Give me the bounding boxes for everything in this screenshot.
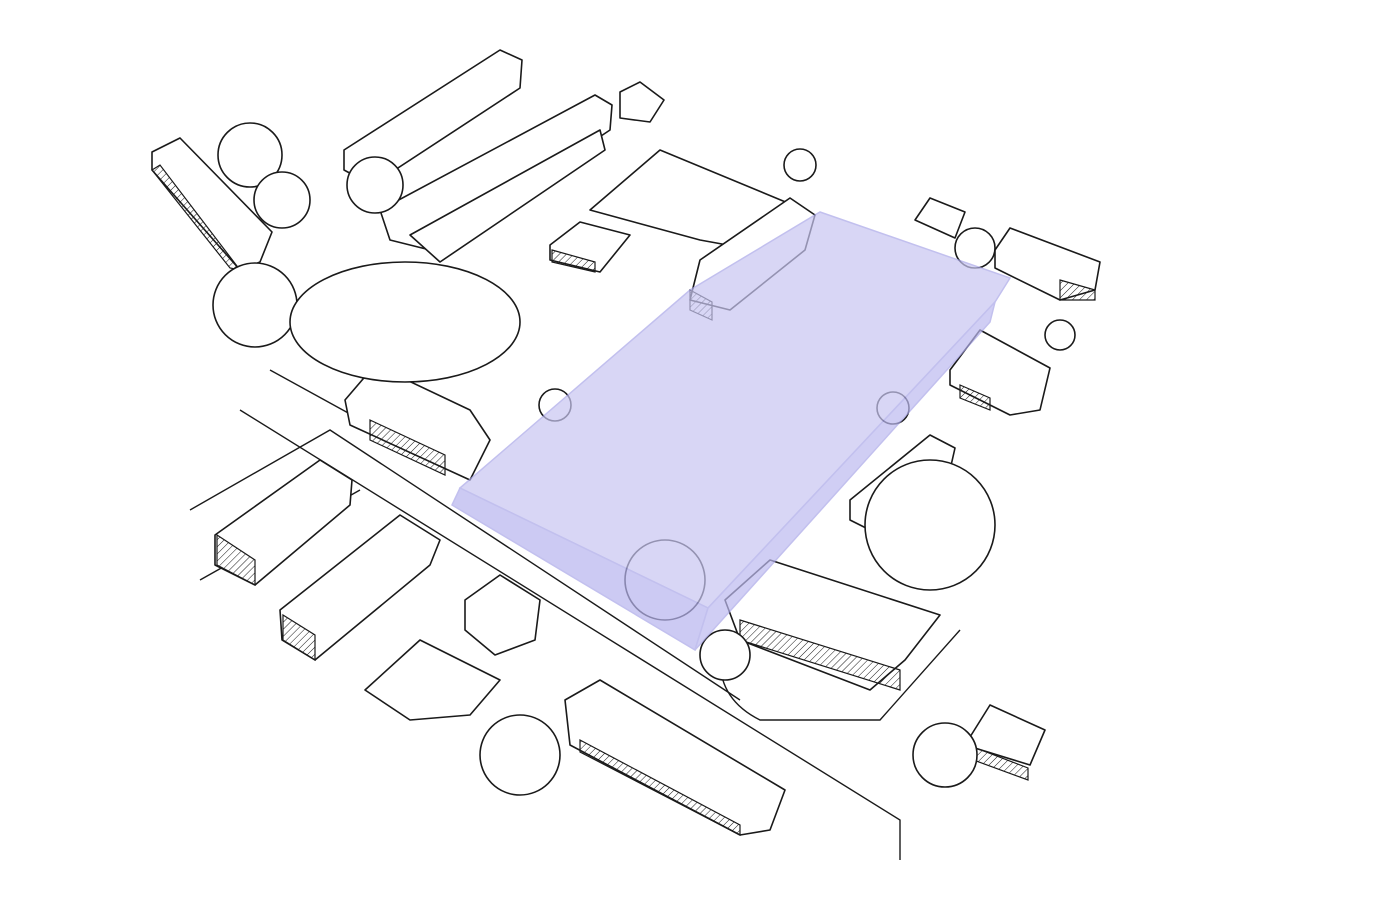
buildings-east <box>724 197 1101 781</box>
site-side-face <box>694 299 997 651</box>
buildings-south-west <box>214 364 786 836</box>
site-highlight-volume <box>451 211 1012 652</box>
